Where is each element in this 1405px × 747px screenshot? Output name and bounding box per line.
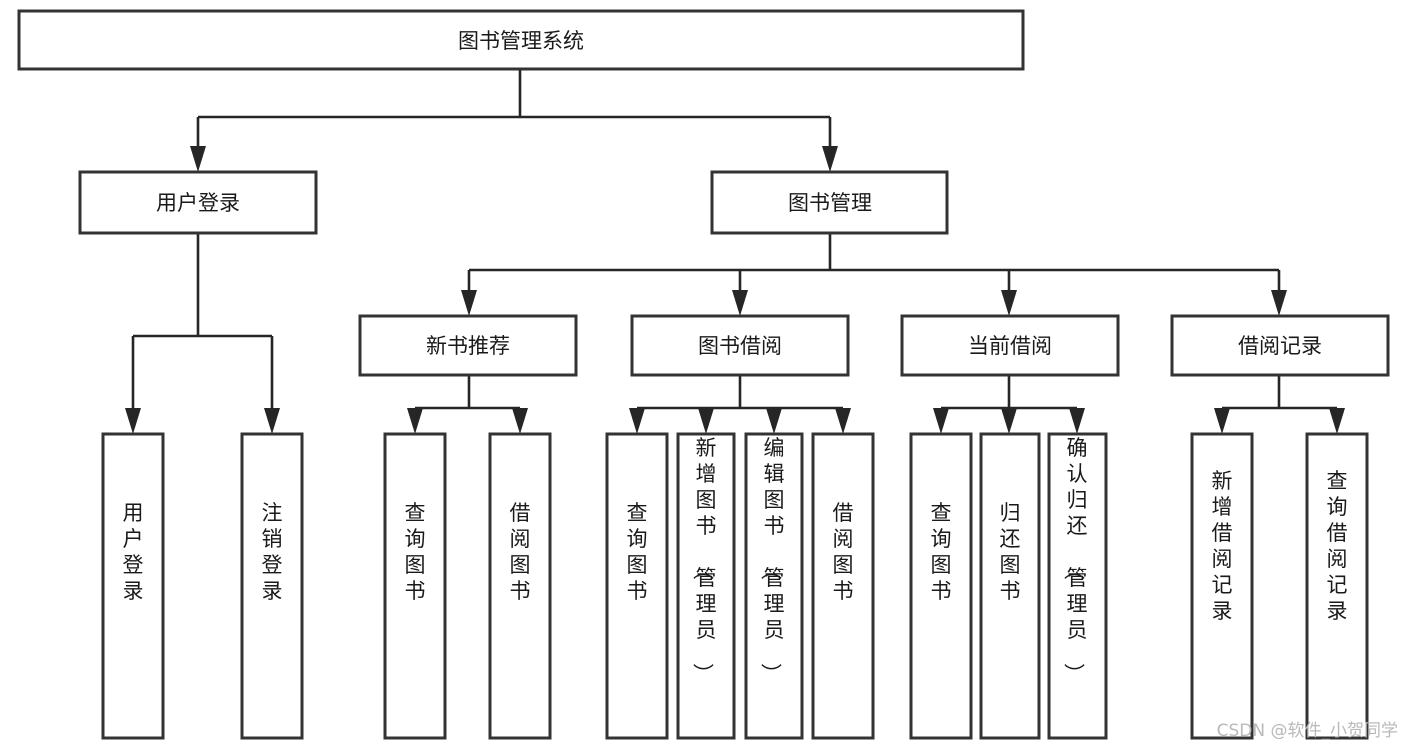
- node-leaf-user-logout-box[interactable]: [240, 432, 304, 740]
- node-leaf-add-book-box[interactable]: [676, 432, 736, 740]
- arrow-head-to-leaf-user-login: [125, 408, 141, 434]
- arrow-head-to-leaf-add-book: [698, 408, 714, 434]
- node-leaf-confirm-return[interactable]: 确认归还（管理员）: [1047, 432, 1108, 740]
- arrow-head-to-leaf-borrow-book-1: [512, 408, 528, 434]
- node-book-borrow-label: 图书借阅: [698, 334, 782, 358]
- node-leaf-confirm-return-label: 确认归还（管理员）: [1062, 436, 1088, 684]
- node-book-borrow-box[interactable]: [630, 314, 850, 377]
- node-leaf-user-logout[interactable]: 注销登录: [240, 432, 304, 740]
- node-root-label: 图书管理系统: [458, 29, 584, 53]
- arrow-head-to-book-borrow: [732, 290, 748, 316]
- node-leaf-borrow-book-1-box[interactable]: [488, 432, 552, 740]
- node-book-management-box[interactable]: [710, 170, 949, 235]
- node-leaf-confirm-return-box[interactable]: [1047, 432, 1108, 740]
- node-book-borrow[interactable]: 图书借阅: [630, 314, 850, 377]
- node-leaf-query-book-1-label: 查询图书: [405, 501, 426, 603]
- node-leaf-return-book-label: 归还图书: [1000, 501, 1021, 603]
- arrow-head-to-current-borrow: [1001, 290, 1017, 316]
- arrow-head-to-book-management: [822, 146, 838, 172]
- node-leaf-return-book[interactable]: 归还图书: [979, 432, 1041, 740]
- node-user-login-box[interactable]: [78, 170, 318, 235]
- node-leaf-user-login-box[interactable]: [101, 432, 165, 740]
- arrow-head-to-leaf-user-logout: [264, 408, 280, 434]
- node-book-management-label: 图书管理: [788, 191, 872, 215]
- arrow-head-to-borrow-record: [1271, 290, 1287, 316]
- node-leaf-borrow-book-1-label: 借阅图书: [510, 501, 531, 603]
- connector-group-new-book-to-leaves: [407, 375, 528, 434]
- node-user-login-label: 用户登录: [156, 191, 240, 215]
- arrow-head-to-leaf-return-book: [1001, 408, 1017, 434]
- node-leaf-borrow-book-2-box[interactable]: [811, 432, 875, 740]
- node-leaf-query-record-box[interactable]: [1305, 432, 1369, 740]
- node-leaf-add-record-box[interactable]: [1190, 432, 1254, 740]
- arrow-head-to-leaf-query-book-3: [933, 408, 949, 434]
- node-leaf-add-record[interactable]: 新增借阅记录: [1190, 432, 1254, 740]
- node-leaf-edit-book[interactable]: 编辑图书（管理员）: [744, 432, 804, 740]
- node-user-login[interactable]: 用户登录: [78, 170, 318, 235]
- node-borrow-record[interactable]: 借阅记录: [1170, 314, 1390, 377]
- node-leaf-query-record[interactable]: 查询借阅记录: [1305, 432, 1369, 740]
- node-new-book-recommend-box[interactable]: [358, 314, 578, 377]
- node-root[interactable]: 图书管理系统: [17, 9, 1025, 71]
- node-leaf-query-book-2-box[interactable]: [605, 432, 669, 740]
- node-leaf-query-book-3[interactable]: 查询图书: [909, 432, 973, 740]
- node-leaf-add-book[interactable]: 新增图书（管理员）: [676, 432, 736, 740]
- node-current-borrow-label: 当前借阅: [968, 334, 1052, 358]
- node-book-management[interactable]: 图书管理: [710, 170, 949, 235]
- csdn-watermark: CSDN @软件_小贺同学: [1217, 721, 1398, 741]
- node-new-book-recommend-label: 新书推荐: [426, 334, 510, 358]
- node-current-borrow[interactable]: 当前借阅: [900, 314, 1120, 377]
- node-root-box[interactable]: [17, 9, 1025, 71]
- node-leaf-user-logout-label: 注销登录: [262, 501, 283, 603]
- node-leaf-user-login-label: 用户登录: [123, 501, 144, 603]
- node-leaf-borrow-book-2[interactable]: 借阅图书: [811, 432, 875, 740]
- node-current-borrow-box[interactable]: [900, 314, 1120, 377]
- node-leaf-query-record-label: 查询借阅记录: [1327, 469, 1348, 623]
- node-leaf-query-book-2[interactable]: 查询图书: [605, 432, 669, 740]
- node-leaf-add-record-label: 新增借阅记录: [1212, 469, 1233, 623]
- node-borrow-record-label: 借阅记录: [1238, 334, 1322, 358]
- arrow-head-to-user-login: [190, 146, 206, 172]
- arrow-head-to-leaf-query-book-1: [407, 408, 423, 434]
- node-leaf-user-login[interactable]: 用户登录: [101, 432, 165, 740]
- node-leaf-query-book-3-label: 查询图书: [931, 501, 952, 603]
- arrow-head-to-leaf-edit-book: [766, 408, 782, 434]
- node-leaf-query-book-1[interactable]: 查询图书: [383, 432, 447, 740]
- arrow-head-to-leaf-query-record: [1329, 408, 1345, 434]
- connector-group-book-borrow-to-leaves: [629, 375, 851, 434]
- node-new-book-recommend[interactable]: 新书推荐: [358, 314, 578, 377]
- node-borrow-record-box[interactable]: [1170, 314, 1390, 377]
- node-leaf-query-book-1-box[interactable]: [383, 432, 447, 740]
- node-leaf-borrow-book-1[interactable]: 借阅图书: [488, 432, 552, 740]
- arrow-head-to-leaf-query-book-2: [629, 408, 645, 434]
- connector-group-root-to-level2: [190, 69, 838, 172]
- node-leaf-add-book-label: 新增图书（管理员）: [691, 436, 717, 684]
- node-leaf-edit-book-label: 编辑图书（管理员）: [759, 436, 785, 684]
- node-leaf-query-book-2-label: 查询图书: [627, 501, 648, 603]
- node-leaf-edit-book-box[interactable]: [744, 432, 804, 740]
- connector-group-book-management-to-level3: [461, 233, 1287, 316]
- connector-group-user-login-to-leaves: [125, 233, 280, 434]
- node-leaf-query-book-3-box[interactable]: [909, 432, 973, 740]
- connector-group-borrow-record-to-leaves: [1214, 375, 1345, 434]
- node-leaf-return-book-box[interactable]: [979, 432, 1041, 740]
- node-leaf-borrow-book-2-label: 借阅图书: [833, 501, 854, 603]
- arrow-head-to-leaf-confirm-return: [1069, 408, 1085, 434]
- arrow-head-to-leaf-add-record: [1214, 408, 1230, 434]
- connector-group-current-borrow-to-leaves: [933, 375, 1085, 434]
- arrow-head-to-leaf-borrow-book-2: [835, 408, 851, 434]
- arrow-head-to-new-book-recommend: [461, 290, 477, 316]
